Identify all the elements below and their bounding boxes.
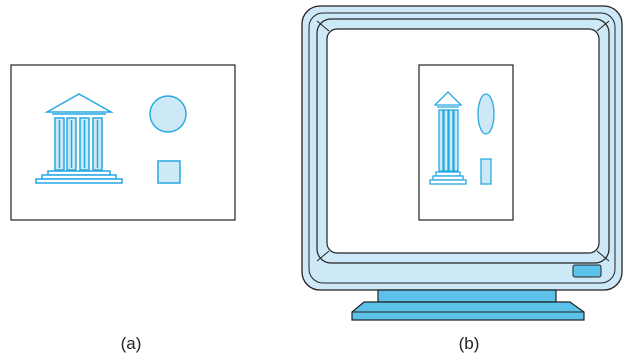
monitor-neck	[378, 290, 556, 302]
power-button	[573, 265, 601, 277]
monitor-icon	[302, 6, 622, 320]
screen-scene-frame	[419, 65, 513, 220]
panel-a	[11, 65, 235, 220]
square-shape	[158, 161, 180, 183]
square-shape	[481, 159, 491, 184]
screen-scene	[419, 65, 513, 220]
caption-a: (a)	[121, 334, 142, 353]
caption-b: (b)	[459, 334, 480, 353]
scene-frame	[11, 65, 235, 220]
circle-shape	[150, 96, 186, 132]
circle-shape	[478, 94, 494, 134]
monitor-base	[352, 302, 584, 320]
